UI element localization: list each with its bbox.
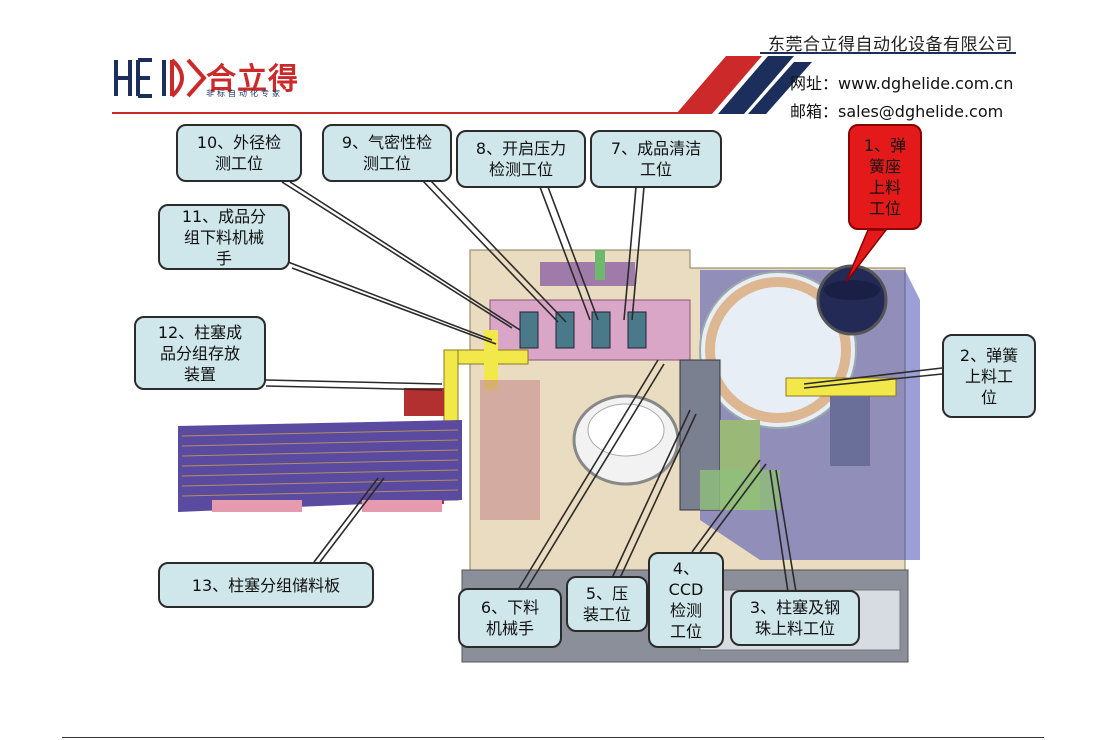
company-underline	[760, 52, 1016, 54]
callout-station-13: 13、柱塞分组储料板	[158, 562, 374, 608]
callout-station-12: 12、柱塞成 品分组存放 装置	[134, 316, 266, 390]
callout-station-5: 5、压 装工位	[566, 576, 648, 632]
website-row: 网址：www.dghelide.com.cn	[790, 70, 1013, 94]
callout-station-9: 9、气密性检 测工位	[322, 124, 452, 182]
callout-station-1: 1、弹 簧座 上料 工位	[848, 124, 922, 230]
logo-chinese-name: 合立得	[206, 62, 299, 97]
callout-station-4: 4、 CCD 检测 工位	[648, 552, 724, 648]
callout-station-8: 8、开启压力 检测工位	[456, 130, 586, 188]
logo-mark-icon	[114, 58, 207, 98]
logo-tagline: 非标自动化专家	[206, 89, 283, 98]
callout-station-7: 7、成品清洁 工位	[590, 130, 722, 188]
callout-station-3: 3、柱塞及钢 珠上料工位	[730, 590, 860, 646]
callout-station-10: 10、外径检 测工位	[176, 124, 302, 182]
logo	[112, 56, 298, 100]
company-name: 东莞合立得自动化设备有限公司	[768, 35, 1013, 55]
website-link[interactable]: www.dghelide.com.cn	[838, 74, 1014, 93]
callout-station-6: 6、下料 机械手	[458, 588, 562, 648]
website-label: 网址：	[790, 74, 839, 93]
email-label: 邮箱：	[790, 102, 839, 121]
footer-rule	[62, 737, 1044, 738]
callout-station-11: 11、成品分 组下料机械 手	[158, 204, 290, 270]
callout-station-2: 2、弹簧 上料工 位	[942, 334, 1036, 418]
header-rule	[112, 112, 710, 114]
email-row: 邮箱：sales@dghelide.com	[790, 98, 1003, 122]
email-link[interactable]: sales@dghelide.com	[838, 102, 1004, 121]
